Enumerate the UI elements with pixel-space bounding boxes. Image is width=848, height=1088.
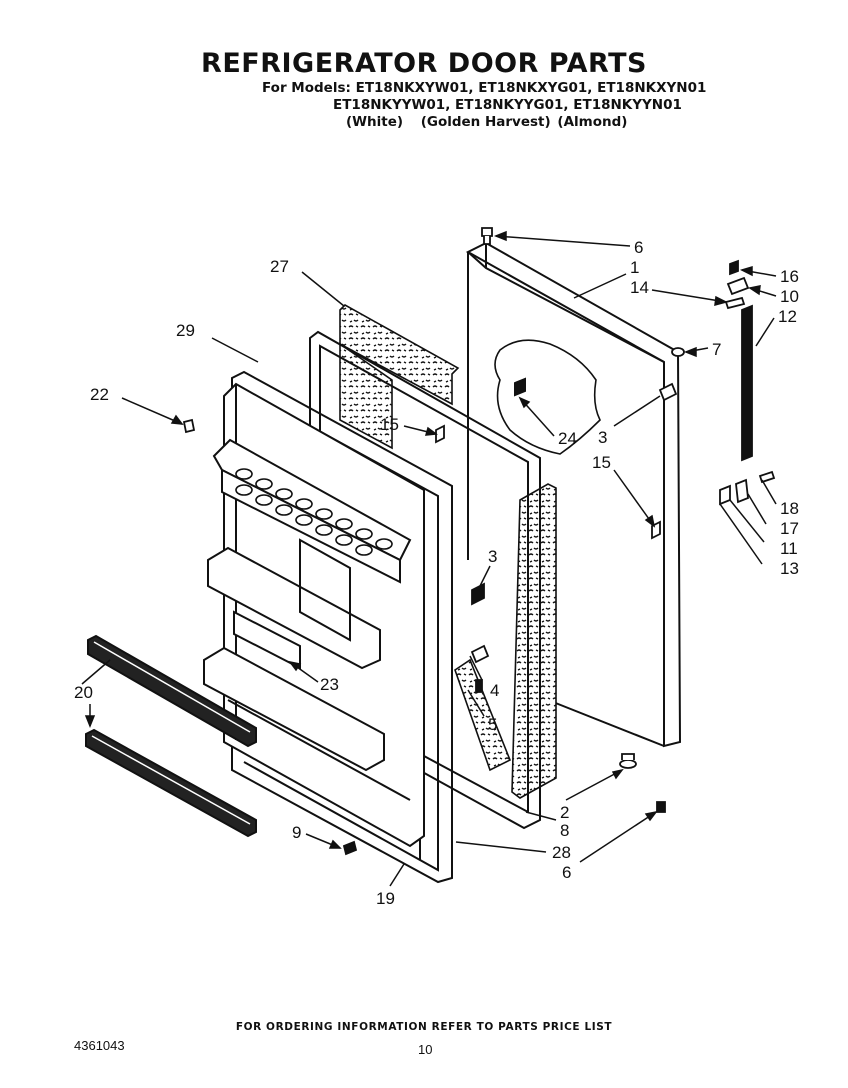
callout-6-top: 6: [634, 238, 643, 257]
callout-15-left: 15: [380, 415, 399, 434]
callout-18: 18: [780, 499, 799, 518]
callout-17: 17: [780, 519, 799, 538]
callout-8: 8: [560, 821, 569, 840]
foam-insulation: [339, 304, 557, 799]
callout-22: 22: [90, 385, 109, 404]
callout-9: 9: [292, 823, 301, 842]
page-title: REFRIGERATOR DOOR PARTS: [201, 48, 647, 79]
callout-12: 12: [778, 307, 797, 326]
callout-1: 1: [630, 258, 639, 277]
page-number: 10: [418, 1042, 433, 1057]
color-legend: (White) (Golden Harvest) (Almond): [346, 114, 627, 130]
hardware: [182, 227, 776, 856]
callout-2: 2: [560, 803, 569, 822]
inner-door-liner: [203, 382, 425, 848]
callout-labels: 6 1 16 14 10 12 7 3 24 15 18 17 11 13 27…: [74, 238, 799, 908]
ordering-note: FOR ORDERING INFORMATION REFER TO PARTS …: [235, 1021, 613, 1033]
callout-16: 16: [780, 267, 799, 286]
callout-15-right: 15: [592, 453, 611, 472]
callout-28: 28: [552, 843, 571, 862]
callout-13: 13: [780, 559, 799, 578]
models-line-2: ET18NKYYW01, ET18NKYYG01, ET18NKYYN01: [333, 97, 682, 113]
callout-27: 27: [270, 257, 289, 276]
shelf-retainer-bars: [85, 634, 257, 838]
outer-door-panel: [465, 241, 682, 748]
callout-6-bottom: 6: [562, 863, 571, 882]
callout-3-right: 3: [598, 428, 607, 447]
color-white: (White): [346, 114, 404, 130]
models-line-1: For Models: ET18NKXYW01, ET18NKXYG01, ET…: [262, 80, 707, 96]
callout-19: 19: [376, 889, 395, 908]
callout-23: 23: [320, 675, 339, 694]
catalog-number: 4361043: [74, 1038, 125, 1053]
callout-10: 10: [780, 287, 799, 306]
color-golden-harvest: (Golden Harvest): [420, 114, 551, 130]
callout-5: 5: [488, 715, 497, 734]
callout-29: 29: [176, 321, 195, 340]
callout-4: 4: [490, 681, 499, 700]
callout-24: 24: [558, 429, 577, 448]
egg-cups: [235, 468, 393, 556]
callout-20: 20: [74, 683, 93, 702]
callout-14: 14: [630, 278, 649, 297]
leader-lines: [81, 230, 777, 887]
callout-11: 11: [780, 539, 798, 558]
callout-7: 7: [712, 340, 721, 359]
color-almond: (Almond): [557, 114, 628, 130]
callout-3-left: 3: [488, 547, 497, 566]
